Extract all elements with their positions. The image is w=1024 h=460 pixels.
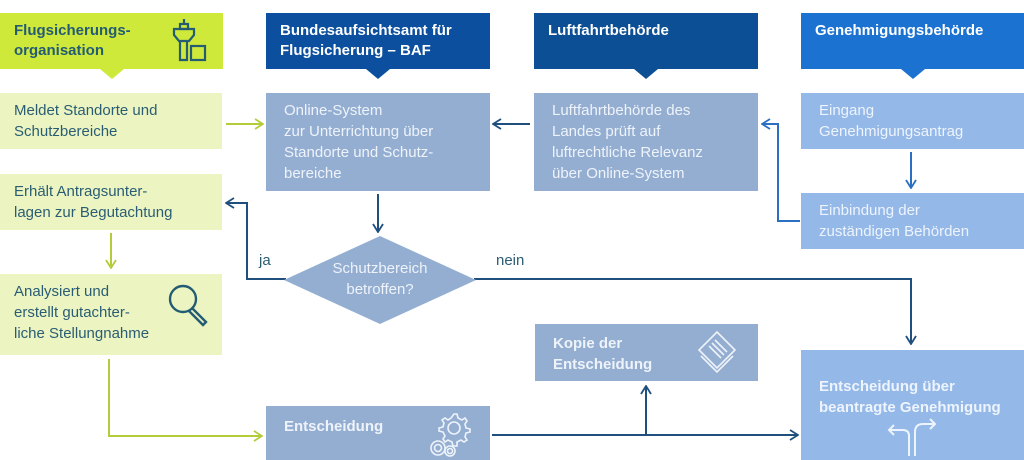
gears-icon — [430, 413, 471, 457]
step-text: Entscheidung über beantragte Genehmigung — [819, 378, 1001, 416]
step-luftfahrt-pruefung: Luftfahrtbehörde des Landes prüft auf lu… — [534, 93, 758, 191]
decision-label: Schutzbereich betroffen? — [284, 258, 476, 300]
header-luftfahrtbehoerde: Luftfahrtbehörde — [534, 13, 758, 79]
step-text: Meldet Standorte und Schutzbereiche — [14, 102, 158, 140]
step-entscheidung-genehmigung: Entscheidung über beantragte Genehmigung — [801, 350, 1024, 460]
step-meldet-standorte: Meldet Standorte und Schutzbereiche — [0, 93, 222, 149]
step-text: Entscheidung — [284, 418, 384, 435]
header-baf: Bundesaufsichtsamt für Flugsicherung – B… — [266, 13, 490, 79]
edge-label-ja: ja — [259, 252, 271, 269]
arrow-analysiert-to-entscheidung — [108, 359, 262, 436]
arrow-nein-to-final — [474, 278, 911, 344]
header-flugsicherungsorganisation: Flugsicherungs- organisation — [0, 13, 223, 79]
documents-icon — [697, 330, 737, 374]
step-text: Analysiert und erstellt gutachter- liche… — [14, 283, 150, 342]
step-entscheidung: Entscheidung — [266, 406, 490, 460]
step-online-system: Online-System zur Unterrichtung über Sta… — [266, 93, 490, 191]
fork-arrows-icon — [887, 418, 937, 456]
header-title: Bundesaufsichtsamt für Flugsicherung – B… — [280, 22, 452, 59]
step-einbindung-behoerden: Einbindung der zuständigen Behörden — [801, 193, 1024, 249]
step-text: Einbindung der zuständigen Behörden — [819, 202, 970, 240]
step-text: Luftfahrtbehörde des Landes prüft auf lu… — [552, 102, 703, 182]
step-text: Eingang Genehmigungsantrag — [819, 102, 964, 140]
edge-label-nein: nein — [496, 252, 525, 269]
step-text: Erhält Antragsunter- lagen zur Begutacht… — [14, 183, 173, 221]
magnifier-icon — [168, 284, 208, 327]
arrow-einbindung-to-luftfahrt — [762, 124, 800, 222]
decision-diamond — [284, 236, 476, 324]
arrow-ja-to-erhaelt — [226, 203, 286, 280]
header-title: Luftfahrtbehörde — [548, 22, 669, 39]
step-eingang-antrag: Eingang Genehmigungsantrag — [801, 93, 1024, 149]
header-title: Genehmigungsbehörde — [815, 22, 984, 39]
step-analysiert: Analysiert und erstellt gutachter- liche… — [0, 274, 222, 355]
step-kopie-entscheidung: Kopie der Entscheidung — [535, 324, 758, 381]
decision-text: Schutzbereich betroffen? — [332, 260, 428, 298]
step-text: Online-System zur Unterrichtung über Sta… — [284, 102, 434, 182]
header-genehmigungsbehoerde: Genehmigungsbehörde — [801, 13, 1024, 79]
step-text: Kopie der Entscheidung — [553, 335, 653, 373]
header-title: Flugsicherungs- organisation — [14, 22, 131, 59]
control-tower-icon — [172, 19, 207, 62]
step-erhaelt-antragsunterlagen: Erhält Antragsunter- lagen zur Begutacht… — [0, 174, 222, 230]
